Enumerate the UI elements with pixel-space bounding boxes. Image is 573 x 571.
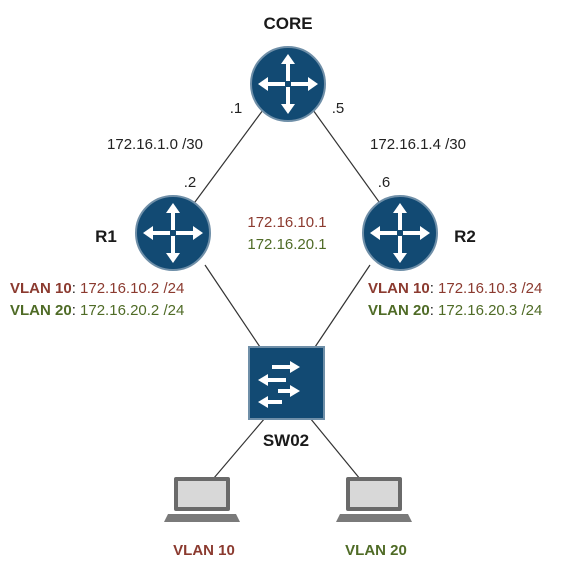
r1-label: R1	[95, 227, 117, 246]
link-core-r2	[312, 109, 383, 207]
core-router[interactable]	[250, 46, 326, 122]
gateway-vlan10: 172.16.10.1	[247, 214, 326, 231]
core-r1-r1-end: .2	[184, 174, 197, 191]
core-r2-r2-end: .6	[378, 174, 391, 191]
link-sw02-pc20	[309, 417, 366, 486]
core-r2-subnet: 172.16.1.4 /30	[370, 136, 466, 153]
r2-label: R2	[454, 227, 476, 246]
core-r2-core-end: .5	[332, 100, 345, 117]
core-r1-core-end: .1	[230, 100, 243, 117]
vlan10-pc-label: VLAN 10	[173, 542, 235, 559]
router-icon	[250, 46, 326, 122]
r1-router[interactable]	[135, 195, 211, 271]
link-core-r1	[191, 109, 264, 207]
link-r1-sw02	[204, 264, 263, 351]
links	[191, 109, 383, 486]
vlan20-pc-label: VLAN 20	[345, 542, 407, 559]
r2-if-vlan20: VLAN 20: 172.16.20.3 /24	[368, 302, 542, 319]
switch-icon	[248, 346, 325, 420]
r2-if-vlan10: VLAN 10: 172.16.10.3 /24	[368, 280, 542, 297]
link-r2-sw02	[312, 264, 371, 351]
laptop-vlan20[interactable]	[336, 477, 412, 522]
router-icon	[362, 195, 438, 271]
r2-router[interactable]	[362, 195, 438, 271]
core-r1-subnet: 172.16.1.0 /30	[107, 136, 203, 153]
sw02-switch[interactable]	[248, 346, 325, 420]
sw02-label: SW02	[263, 431, 309, 450]
router-icon	[135, 195, 211, 271]
link-sw02-pc10	[207, 417, 266, 486]
r1-if-vlan20: VLAN 20: 172.16.20.2 /24	[10, 302, 184, 319]
core-label: CORE	[263, 14, 312, 33]
r1-if-vlan10: VLAN 10: 172.16.10.2 /24	[10, 280, 184, 297]
laptop-vlan10[interactable]	[164, 477, 240, 522]
gateway-vlan20: 172.16.20.1	[247, 236, 326, 253]
